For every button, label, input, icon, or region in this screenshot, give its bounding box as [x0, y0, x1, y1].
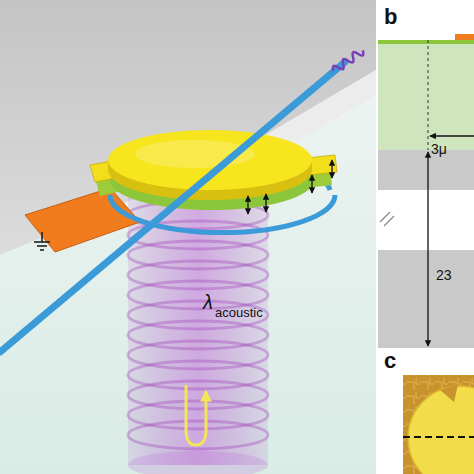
panel-label: b: [384, 6, 397, 28]
reference-line: [428, 40, 429, 150]
dimension-arrow: [430, 135, 474, 136]
piezo-layer: [378, 40, 474, 44]
optical-pulse: [331, 47, 365, 74]
section-line: [403, 436, 474, 438]
micrograph-disk: [408, 386, 474, 474]
reflection-arrow: [186, 385, 206, 445]
panel-background: [378, 0, 474, 372]
dimension-arrow: [427, 152, 428, 346]
electrode-layer: [455, 34, 474, 40]
chip-surface: [0, 0, 376, 474]
subscript-label: acoustic: [215, 306, 263, 319]
substrate: [378, 150, 474, 190]
micrograph-notch: [440, 384, 458, 402]
panel-label: c: [384, 350, 396, 372]
ground-symbol: [34, 232, 50, 250]
bus-waveguide: [0, 62, 345, 352]
vibration-arrows: [248, 160, 332, 214]
break-mark: [380, 212, 394, 226]
ground-electrode: [25, 188, 140, 252]
substrate: [378, 250, 474, 348]
dimension-label: 3μ: [431, 142, 447, 156]
symbol-label: λ: [203, 292, 213, 312]
oxide-layer: [378, 44, 474, 150]
dimension-label: 23: [436, 268, 452, 282]
top-electrode: [90, 130, 337, 200]
